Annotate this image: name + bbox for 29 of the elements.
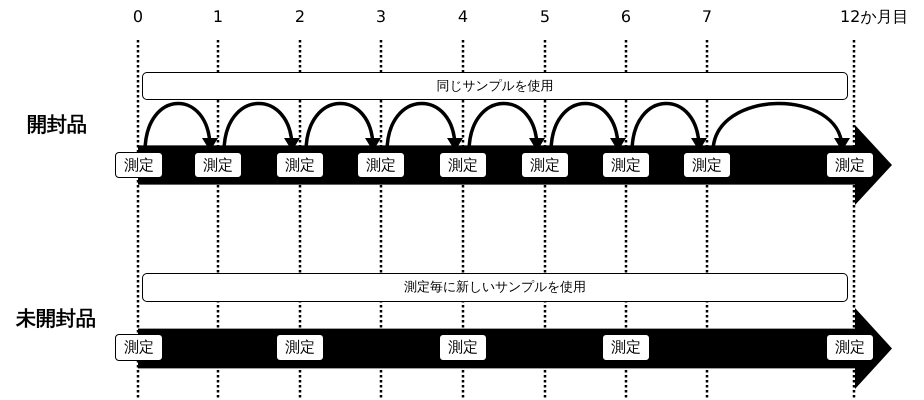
measurement-box: 測定 xyxy=(276,334,324,361)
timeline-arrow xyxy=(138,308,892,389)
month-label: 12か月目 xyxy=(840,8,908,26)
measurement-box: 測定 xyxy=(826,334,874,361)
measurement-box: 測定 xyxy=(439,152,487,178)
month-label: 3 xyxy=(376,8,386,26)
measurement-box: 測定 xyxy=(276,152,324,178)
measurement-box: 測定 xyxy=(826,152,874,178)
row-label: 未開封品 xyxy=(16,307,96,330)
row-label: 開封品 xyxy=(27,113,87,136)
sample-note-band: 測定毎に新しいサンプルを使用 xyxy=(142,273,848,302)
measurement-box: 測定 xyxy=(602,152,650,178)
measurement-box: 測定 xyxy=(115,334,163,361)
measurement-box: 測定 xyxy=(439,334,487,361)
measurement-box: 測定 xyxy=(115,152,163,178)
month-label: 0 xyxy=(132,8,144,26)
month-label: 1 xyxy=(212,8,224,26)
month-label: 7 xyxy=(702,8,712,26)
sample-note-band: 同じサンプルを使用 xyxy=(142,72,848,100)
timeline-arrow xyxy=(138,125,892,205)
measurement-box: 測定 xyxy=(194,152,242,178)
measurement-box: 測定 xyxy=(683,152,731,178)
measurement-box: 測定 xyxy=(602,334,650,361)
month-label: 6 xyxy=(620,8,632,26)
month-label: 2 xyxy=(294,8,306,26)
month-label: 5 xyxy=(540,8,550,26)
measurement-box: 測定 xyxy=(521,152,569,178)
month-label: 4 xyxy=(458,8,468,26)
measurement-box: 測定 xyxy=(357,152,405,178)
